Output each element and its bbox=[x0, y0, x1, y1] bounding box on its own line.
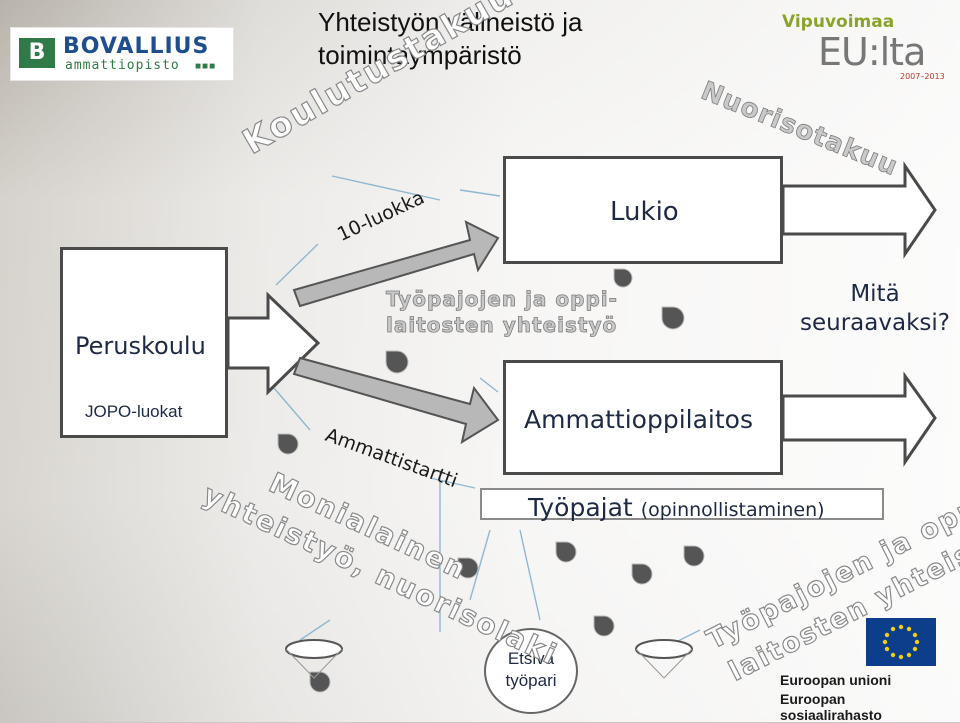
droplet bbox=[632, 564, 652, 584]
net-right bbox=[636, 640, 692, 658]
jopo-label: JOPO-luokat bbox=[85, 402, 182, 422]
ammattioppilaitos-arrow bbox=[783, 376, 935, 462]
droplet bbox=[310, 672, 330, 692]
eu-stars-icon bbox=[866, 618, 936, 666]
tyopajojen-yhteistyo-label: Työpajojen ja oppi- laitosten yhteistyö bbox=[386, 286, 618, 338]
mita-line2: seuraavaksi? bbox=[790, 309, 960, 338]
eu-line2: Euroopan sosiaalirahasto bbox=[780, 691, 950, 723]
ammattioppilaitos-box: Ammattioppilaitos bbox=[503, 360, 783, 475]
peruskoulu-label: Peruskoulu bbox=[75, 332, 206, 360]
peruskoulu-box: Peruskoulu JOPO-luokat bbox=[60, 247, 228, 438]
tyopajojen-line1: Työpajojen ja oppi- bbox=[386, 286, 618, 312]
lukio-arrow bbox=[783, 166, 935, 254]
droplet bbox=[556, 542, 576, 562]
droplet bbox=[614, 269, 632, 287]
tyopajat-box: Työpajat (opinnollistaminen) bbox=[480, 488, 884, 520]
net-left bbox=[286, 640, 342, 658]
eu-line1: Euroopan unioni bbox=[780, 672, 950, 688]
etsiva-line2: työpari bbox=[486, 670, 576, 692]
eu-logo-block: Euroopan unioni Euroopan sosiaalirahasto bbox=[780, 618, 950, 718]
droplet bbox=[662, 307, 684, 329]
mita-line1: Mitä bbox=[790, 280, 960, 309]
droplet bbox=[386, 351, 408, 373]
droplet bbox=[278, 434, 298, 454]
tyopajojen-line2: laitosten yhteistyö bbox=[386, 312, 618, 338]
tyopajat-sub: (opinnollistaminen) bbox=[641, 499, 825, 521]
lukio-label: Lukio bbox=[610, 197, 679, 227]
lukio-box: Lukio bbox=[503, 156, 783, 264]
ammattioppilaitos-label: Ammattioppilaitos bbox=[524, 405, 753, 434]
tyopajat-main: Työpajat bbox=[528, 493, 633, 522]
mita-seuraavaksi: Mitä seuraavaksi? bbox=[790, 280, 960, 338]
droplet bbox=[594, 616, 614, 636]
tyopajat-label: Työpajat (opinnollistaminen) bbox=[528, 493, 825, 522]
eu-flag-icon bbox=[866, 618, 936, 666]
droplet bbox=[684, 546, 704, 566]
